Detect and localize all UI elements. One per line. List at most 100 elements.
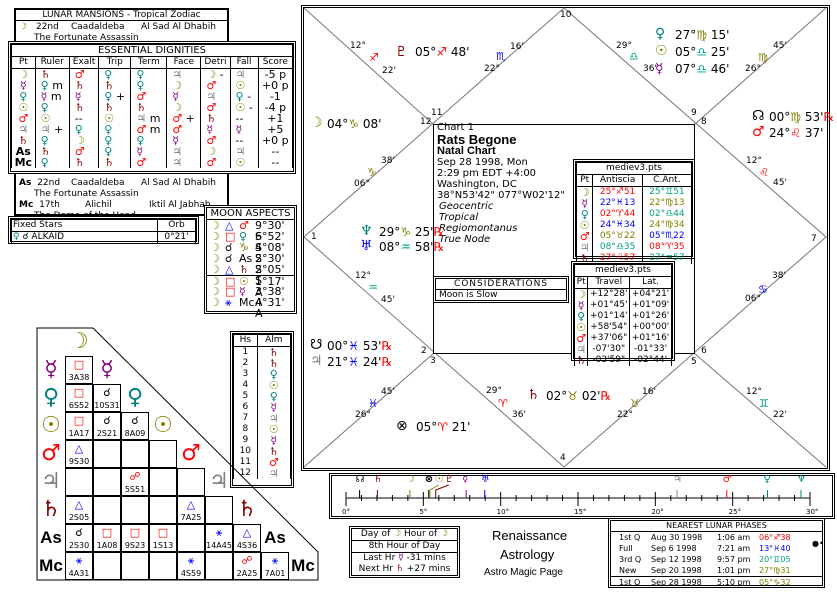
lunar-phases-title: NEAREST LUNAR PHASES xyxy=(611,521,822,532)
moon-aspect-row: ☽△♂9°30' S xyxy=(207,220,294,242)
dignity-row: ☽♄♂♀♀♃☽ -♃-5 p xyxy=(11,68,294,80)
antiscia-value: 22°♍13 xyxy=(641,198,693,209)
planet-venus-position: 27°♍ 15' xyxy=(675,28,730,42)
mansion-number: 17th xyxy=(39,200,60,210)
dignity-row: ♃♃ +♀♀♂ m♂☿☿+5 xyxy=(11,124,294,135)
planet-saturn: ♄ xyxy=(527,387,540,403)
dignity-row: ♂☉--☉♃ m♂ +♄--+1 xyxy=(11,113,294,124)
house-number: 3 xyxy=(430,356,436,366)
almuten-icon: ♄ xyxy=(256,446,292,457)
aspect-orb: 4S59 xyxy=(180,569,202,578)
dignity-cell: +5 xyxy=(257,124,294,135)
dignity-row: Mc♀♄♄♂♃♂☉-- xyxy=(11,157,294,168)
travel-value: +01°09' xyxy=(629,300,672,311)
axis-tick-label: 5° xyxy=(419,508,428,516)
almuten-icon: ☿ xyxy=(256,435,292,446)
axis-tick-label: 20° xyxy=(651,508,664,516)
aspect-icon: □ xyxy=(225,275,236,288)
antiscia-value: 24°♓34 xyxy=(592,220,643,231)
planet-icon: ☽ xyxy=(210,275,220,288)
last-hour-label: Last Hr xyxy=(363,553,396,563)
strip-point-icon: ♂ xyxy=(722,474,732,485)
phase-name: 3rd Q xyxy=(619,555,642,564)
antiscia-col-header: Antiscia xyxy=(592,174,643,187)
phase-date: Sep 6 1998 xyxy=(651,544,697,553)
aspect-icon: ☌ xyxy=(103,414,111,427)
travel-row: ♀+01°14'+01°26' xyxy=(573,311,672,322)
travel-value: -01°33' xyxy=(629,344,672,355)
antiscia-value: 27°♒57 xyxy=(641,253,693,264)
house-number: 10 xyxy=(560,10,572,20)
antiscia-value: 08°♈35 xyxy=(641,242,693,253)
aspect-icon: □ xyxy=(225,285,236,298)
axis-tick-label: 15° xyxy=(574,508,587,516)
chart-option: Tropical xyxy=(439,212,479,223)
day-ruler-icon: ☽ xyxy=(393,529,402,539)
phase-date: Sep 28 1998 xyxy=(651,578,702,587)
dignity-cell: ♀ + xyxy=(98,91,132,102)
planet-icon: ♃ xyxy=(573,343,589,356)
aspect-cell xyxy=(93,552,121,580)
phase-date: Sep 20 1998 xyxy=(651,566,702,575)
grid-diagonal-label: As xyxy=(264,528,286,547)
aspect-orb: 1°17' A xyxy=(255,275,285,299)
cusp-minutes: 45' xyxy=(773,41,787,51)
aspect-cell xyxy=(149,552,177,580)
cusp-minutes: 45' xyxy=(773,178,787,188)
cusp-sign-icon: ♏ xyxy=(496,50,506,63)
mansion-name: Caadaldeba xyxy=(71,22,125,32)
next-hour-label: Next Hr xyxy=(358,564,393,574)
house-number: 1 xyxy=(311,232,317,242)
aspect-orb: 5S51 xyxy=(124,485,146,494)
considerations-title: CONSIDERATIONS xyxy=(436,279,566,290)
house-row: 8☉ xyxy=(233,424,292,435)
astro-magic-page-link[interactable]: Astro Magic Page xyxy=(484,567,563,578)
planet-mars-position: 24°♌ 37' xyxy=(769,126,824,140)
dignities-col-header: Fall xyxy=(229,56,259,69)
cusp-minutes: 22' xyxy=(773,410,787,420)
dignity-cell: +1 xyxy=(257,113,294,124)
travel-value: +01°16' xyxy=(629,333,672,344)
aspect-orb: 2S30 xyxy=(68,541,90,550)
phase-name: 1st Q xyxy=(619,533,641,542)
aspect-cell: □9S23 xyxy=(121,524,149,552)
grid-diagonal-label: Mc xyxy=(291,556,315,575)
aspect-cell: □6S52 xyxy=(65,384,93,412)
mansion-name: Alichil xyxy=(85,200,112,210)
mansion-number: 22nd xyxy=(35,22,59,32)
aspect-orb: 3A38 xyxy=(68,373,90,382)
strip-point-icon: ♇ xyxy=(444,474,454,485)
grid-row-label: ♄ xyxy=(41,497,61,522)
cusp-degree: 06° xyxy=(354,179,370,189)
planet-venus: ♀ xyxy=(655,26,666,42)
house-row: 6☿ xyxy=(233,402,292,413)
planet-icon: ☽ xyxy=(575,186,594,198)
dignities-col-header: Ruler xyxy=(34,56,70,69)
planet-icon: ♑ xyxy=(239,241,249,254)
house-number: 12 xyxy=(420,117,432,127)
planet-icon: ☿ xyxy=(573,300,589,311)
house-row: 3♀ xyxy=(233,369,292,380)
antiscia-value: 25°♊51 xyxy=(641,186,693,198)
cusp-degree: 29° xyxy=(616,41,632,51)
aspect-orb: 4S36 xyxy=(236,541,258,550)
cusp-sign-icon: ♑ xyxy=(367,166,377,179)
travel-row: ♃-07'30"-01°33' xyxy=(573,343,672,356)
next-hour-mins: +27 mins xyxy=(406,564,451,574)
axis-tick-label: 30° xyxy=(806,508,819,516)
last-hour-mins: -31 mins xyxy=(406,553,446,563)
grid-row-label: ♂ xyxy=(41,441,61,466)
phase-time: 1:01 pm xyxy=(717,566,751,575)
almuten-icon: ☉ xyxy=(256,424,292,435)
day-hour-row: Day of ☽ Hour of ☽ xyxy=(352,529,457,541)
aspect-cell xyxy=(93,496,121,524)
moon-aspect-row: ☽□♀6°52' S xyxy=(207,231,294,253)
aspect-cell: ☌2S21 xyxy=(93,412,121,440)
mc-label: Mc xyxy=(19,200,34,210)
dignity-cell: ♃ xyxy=(166,146,202,157)
house-row: 10♄ xyxy=(233,446,292,457)
cusp-sign-icon: ♉ xyxy=(630,397,640,410)
planet-uranus: ♅ xyxy=(360,238,373,254)
